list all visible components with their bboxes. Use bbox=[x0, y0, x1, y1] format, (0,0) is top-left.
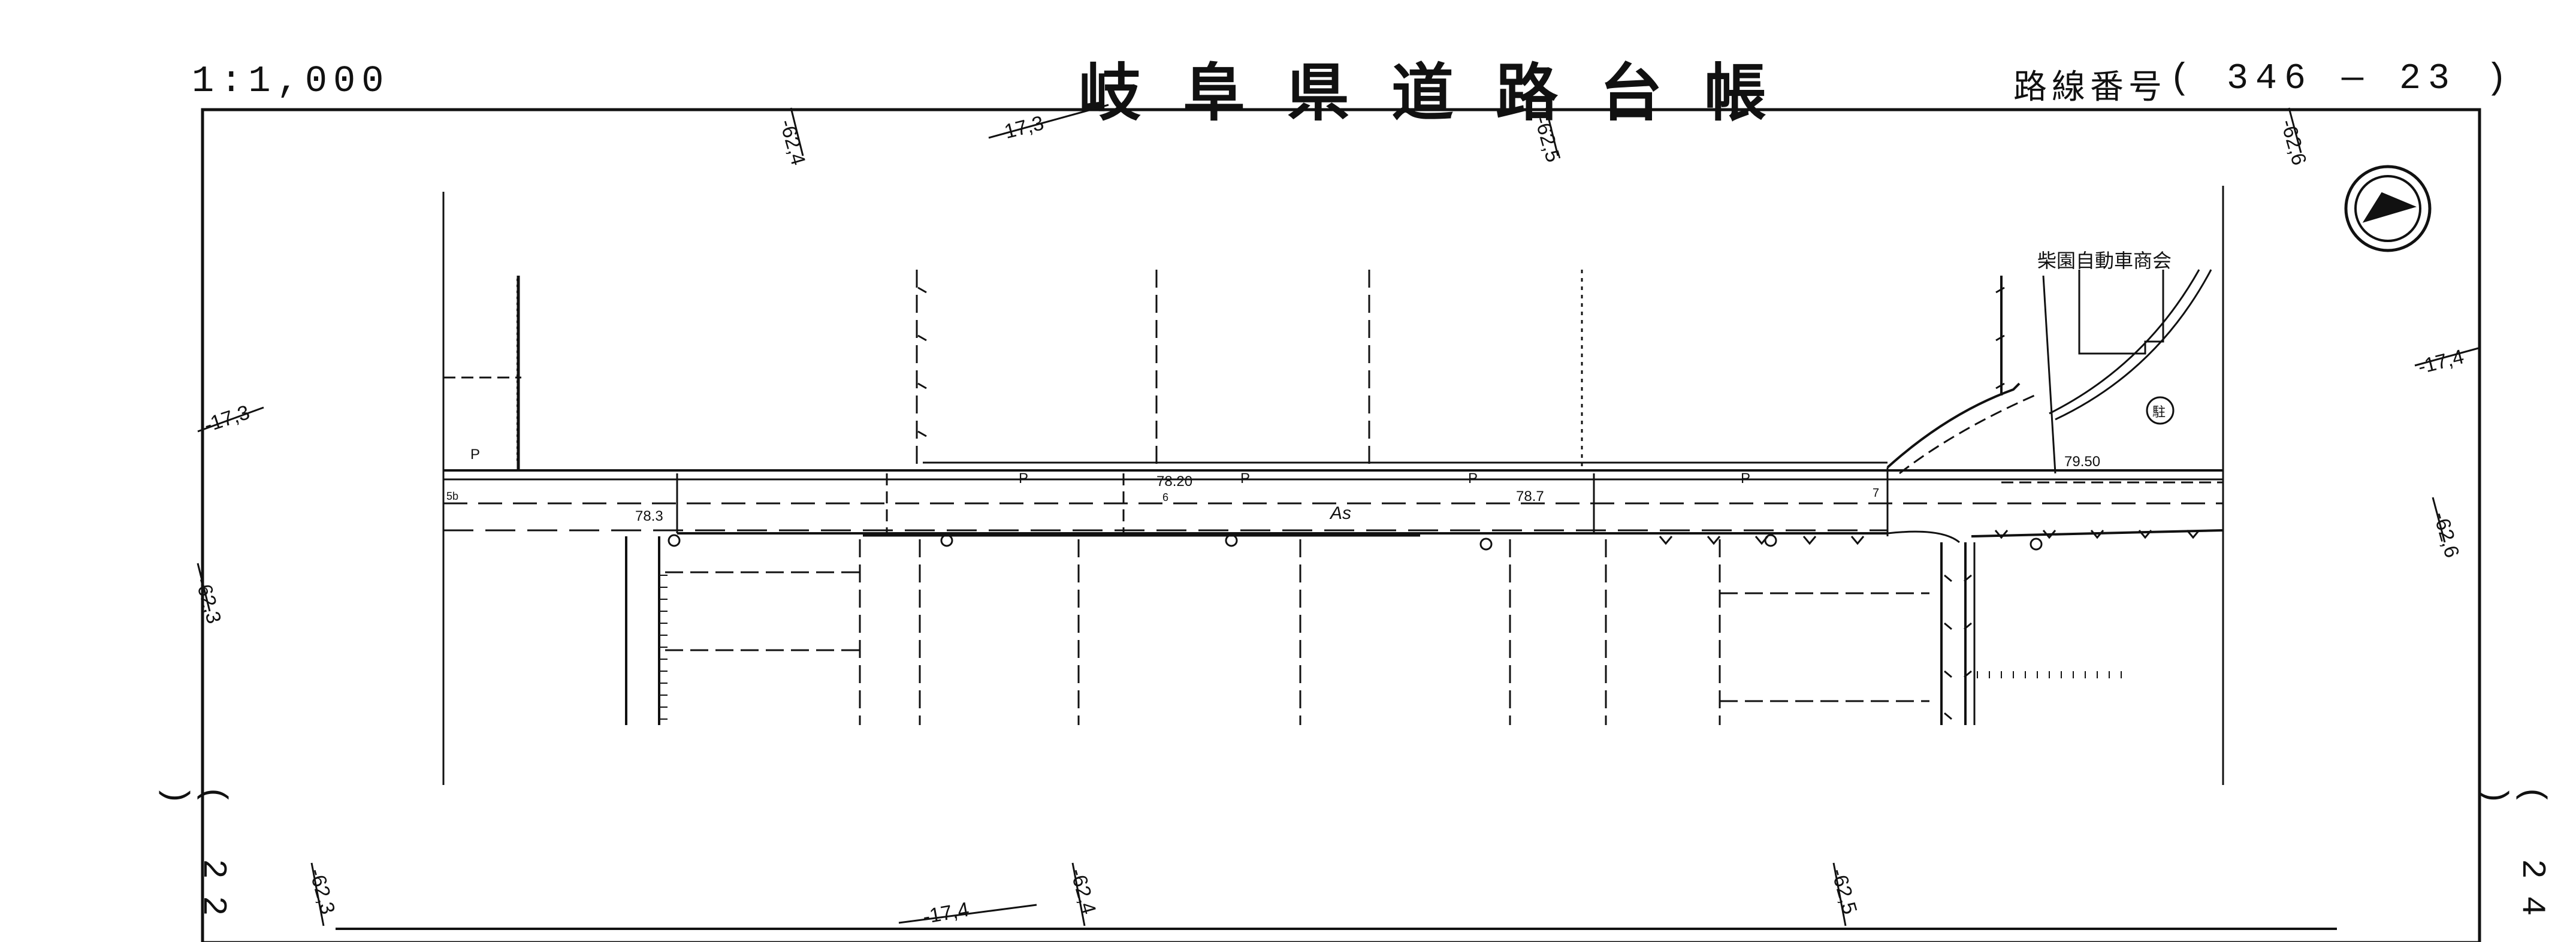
parking-symbol-circle bbox=[2146, 396, 2175, 425]
mark-5b: 5b bbox=[446, 490, 459, 502]
parking-label-1: P bbox=[470, 446, 481, 463]
crossroad-west-edge bbox=[1886, 382, 2021, 469]
north-arrow-icon bbox=[2362, 192, 2417, 223]
elevation-label-2: 78.20 bbox=[1156, 473, 1193, 490]
north-arrow-outer bbox=[2344, 165, 2432, 252]
elevation-label-4: 79.50 bbox=[2064, 454, 2101, 470]
parking-symbol: 駐 bbox=[2152, 404, 2166, 419]
parking-label-4: P bbox=[1468, 470, 1478, 487]
parking-label-3: P bbox=[1240, 470, 1251, 487]
shop-name-label: 柴園自動車商会 bbox=[2037, 249, 2172, 272]
elevation-label-1: 78.3 bbox=[635, 508, 663, 524]
pavement-label: As bbox=[1330, 503, 1352, 523]
adjacent-sheet-left[interactable]: ( 22 ) bbox=[156, 785, 232, 933]
mark-7: 7 bbox=[1873, 487, 1880, 500]
map-frame bbox=[201, 108, 2481, 942]
adjacent-sheet-right[interactable]: ( 24 ) bbox=[2475, 785, 2551, 933]
map-scale: 1:1,000 bbox=[192, 60, 390, 102]
mark-6: 6 bbox=[1162, 491, 1169, 503]
route-number-label: 路線番号 bbox=[2013, 68, 2167, 105]
parking-label-5: P bbox=[1741, 470, 1751, 487]
elevation-label-3: 78.7 bbox=[1516, 488, 1544, 505]
parking-label-2: P bbox=[1019, 470, 1029, 487]
route-number: ( 346 — 23 ) bbox=[2169, 59, 2515, 99]
building-outline bbox=[2078, 270, 2164, 355]
map-title: 岐阜県道路台帳 bbox=[1079, 56, 1809, 129]
